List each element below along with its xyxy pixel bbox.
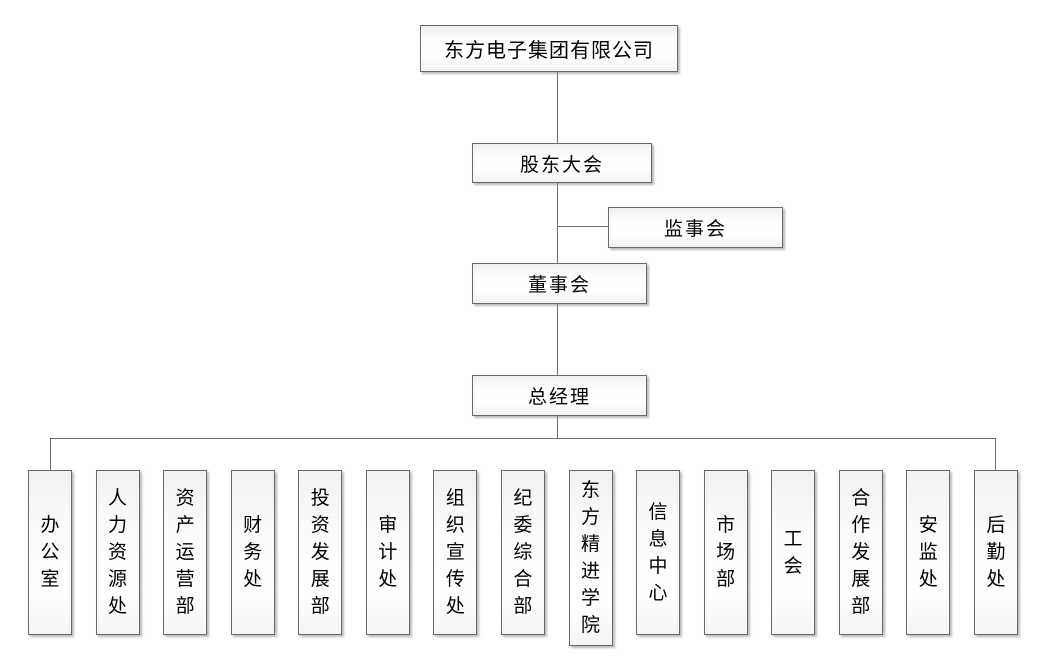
connector-spine-right-drop xyxy=(995,438,996,470)
dept-box-2: 资产运营部 xyxy=(163,470,208,635)
dept-label: 纪委综合部 xyxy=(513,488,533,617)
dept-box-6: 组织宣传处 xyxy=(433,470,478,635)
connector-spine-left-drop xyxy=(50,438,51,470)
dept-label: 信息中心 xyxy=(648,501,668,604)
dept-box-11: 工会 xyxy=(771,470,816,635)
dept-box-3: 财务处 xyxy=(230,470,275,635)
dept-label: 工会 xyxy=(783,528,803,577)
department-row: 办公室 人力资源处 资产运营部 财务处 投资发展部 审计处 组织宣传处 纪委综合部 东方精进学院… xyxy=(28,470,1018,650)
connector-shareholders-to-board xyxy=(557,183,558,263)
dept-box-5: 审计处 xyxy=(365,470,410,635)
dept-label: 组织宣传处 xyxy=(445,488,465,617)
dept-box-14: 后勤处 xyxy=(973,470,1018,635)
connector-root-to-shareholders xyxy=(557,72,558,143)
board-of-directors-box: 董事会 xyxy=(472,263,647,304)
dept-box-10: 市场部 xyxy=(703,470,748,635)
dept-label: 审计处 xyxy=(378,515,398,590)
dept-box-4: 投资发展部 xyxy=(298,470,343,635)
dept-label: 人力资源处 xyxy=(108,488,128,617)
connector-spine xyxy=(50,438,996,439)
connector-board-to-gm xyxy=(557,304,558,375)
dept-label: 后勤处 xyxy=(986,515,1006,590)
shareholders-meeting-label: 股东大会 xyxy=(519,154,604,176)
root-company-label: 东方电子集团有限公司 xyxy=(444,40,654,62)
dept-label: 市场部 xyxy=(716,515,736,590)
dept-box-9: 信息中心 xyxy=(636,470,681,635)
connector-gm-to-spine xyxy=(557,416,558,439)
dept-box-13: 安监处 xyxy=(906,470,951,635)
dept-label: 安监处 xyxy=(918,515,938,590)
general-manager-label: 总经理 xyxy=(527,387,591,408)
connector-branch-to-supervisors xyxy=(557,226,609,227)
dept-box-8: 东方精进学院 xyxy=(568,470,613,646)
board-of-directors-label: 董事会 xyxy=(527,275,591,296)
supervisory-board-box: 监事会 xyxy=(608,207,783,248)
dept-label: 合作发展部 xyxy=(851,488,871,617)
dept-label: 财务处 xyxy=(243,515,263,590)
dept-label: 投资发展部 xyxy=(310,488,330,617)
dept-label: 东方精进学院 xyxy=(580,480,600,636)
dept-box-1: 人力资源处 xyxy=(95,470,140,635)
dept-label: 资产运营部 xyxy=(175,488,195,617)
supervisory-board-label: 监事会 xyxy=(663,219,727,240)
dept-box-0: 办公室 xyxy=(28,470,72,635)
dept-label: 办公室 xyxy=(40,515,60,590)
general-manager-box: 总经理 xyxy=(472,375,647,416)
dept-box-7: 纪委综合部 xyxy=(500,470,545,635)
dept-box-12: 合作发展部 xyxy=(838,470,883,635)
shareholders-meeting-box: 股东大会 xyxy=(472,143,652,183)
root-company-box: 东方电子集团有限公司 xyxy=(420,25,678,72)
